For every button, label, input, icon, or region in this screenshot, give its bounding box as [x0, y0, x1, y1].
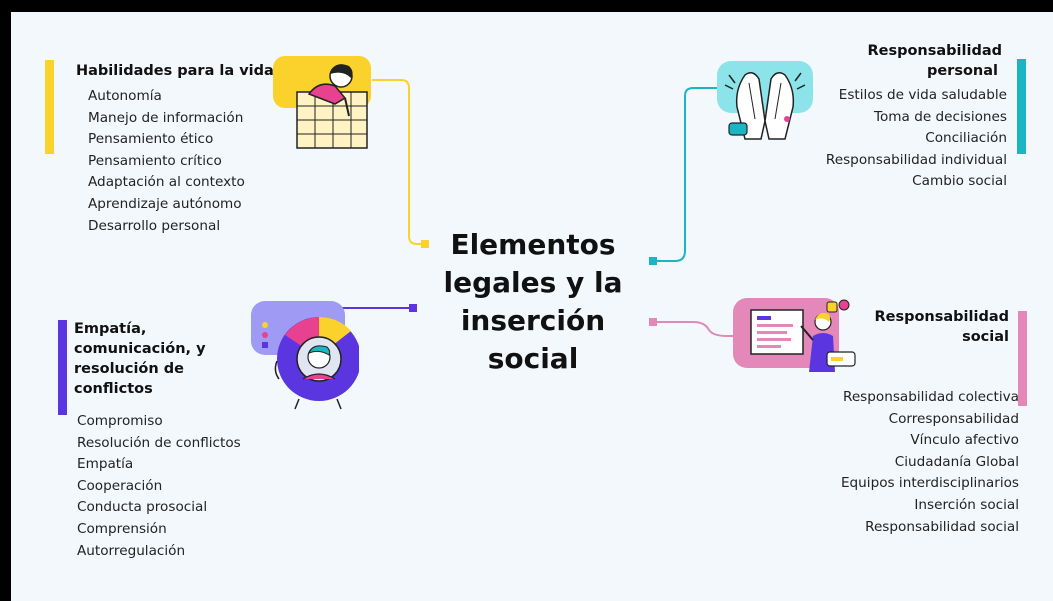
list-item: Pensamiento ético [88, 131, 214, 148]
central-topic: Elementos legales y la inserción social [443, 228, 623, 375]
branch-bar-resp-personal [1017, 59, 1026, 154]
connector-dot-empatia [409, 304, 417, 312]
mind-map-canvas: Habilidades para la vida Autonomía Manej… [11, 12, 1053, 601]
list-item: Desarrollo personal [88, 217, 221, 234]
branch-title-empatia: Empatía, comunicación, y resolución de c… [74, 321, 206, 397]
branch-bar-habilidades [45, 60, 54, 154]
list-item: Ciudadanía Global [894, 453, 1019, 470]
branch-title-resp-personal: Responsabilidad personal [867, 43, 1002, 79]
branch-items-habilidades: Autonomía Manejo de información Pensamie… [88, 86, 245, 237]
connector-dot-habilidades [421, 240, 429, 248]
list-item: Cambio social [912, 173, 1007, 190]
connector-dot-resp-personal [649, 257, 657, 265]
list-item: Equipos interdisciplinarios [840, 475, 1019, 492]
list-item: Adaptación al contexto [88, 174, 245, 191]
connector-dot-resp-social [649, 318, 657, 326]
list-item: Cooperación [77, 477, 163, 494]
branch-bar-resp-social [1018, 311, 1027, 406]
list-item: Responsabilidad social [865, 518, 1019, 535]
list-item: Empatía [77, 456, 134, 473]
list-item: Inserción social [914, 496, 1019, 513]
branch-bar-empatia [58, 320, 67, 415]
connector-lines [331, 79, 735, 337]
person-writing-on-calendar-icon [273, 56, 371, 149]
list-item: Conducta prosocial [77, 499, 208, 516]
list-item: Resolución de conflictos [77, 434, 241, 451]
list-item: Toma de decisiones [874, 108, 1007, 125]
list-item: Conciliación [925, 130, 1007, 147]
list-item: Pensamiento crítico [88, 152, 222, 169]
branch-title-habilidades: Habilidades para la vida [76, 63, 274, 79]
list-item: Compromiso [77, 413, 163, 429]
person-at-dashboard-icon [733, 298, 856, 372]
list-item: Autorregulación [77, 542, 186, 559]
list-item: Aprendizaje autónomo [88, 195, 242, 212]
list-item: Comprensión [77, 520, 167, 537]
branch-items-resp-personal: Estilos de vida saludable Toma de decisi… [826, 85, 1007, 193]
list-item: Responsabilidad individual [825, 151, 1007, 168]
list-item: Vínculo afectivo [910, 432, 1019, 449]
connector-habilidades [372, 79, 425, 245]
branch-title-resp-social: Responsabilidad social [874, 309, 1009, 345]
clapping-hands-icon [717, 61, 813, 140]
list-item: Manejo de información [88, 109, 244, 126]
list-item: Responsabilidad colectiva [842, 389, 1019, 405]
connector-resp-social [653, 321, 735, 337]
connector-resp-personal [653, 87, 717, 262]
list-item: Estilos de vida saludable [838, 87, 1007, 103]
branch-items-resp-social: Responsabilidad colectiva Corresponsabil… [841, 387, 1019, 538]
person-with-donut-chart-icon [251, 301, 359, 410]
branch-items-empatia: Compromiso Resolución de conflictos Empa… [77, 411, 241, 562]
list-item: Autonomía [88, 88, 162, 104]
list-item: Corresponsabilidad [888, 410, 1019, 427]
